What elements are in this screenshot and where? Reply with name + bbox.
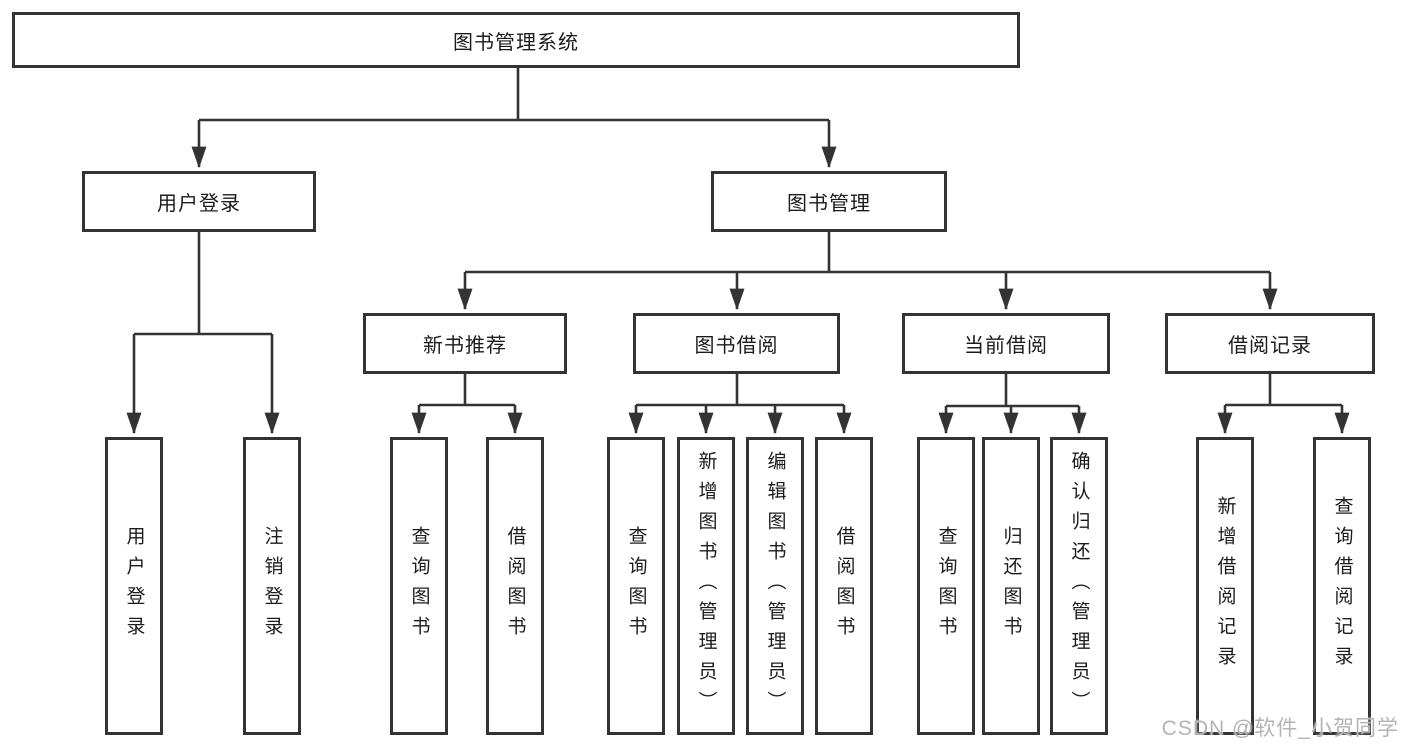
node-query-books-recommend-label: 查询图书 [408, 526, 430, 646]
node-borrowing-records-label: 借阅记录 [1228, 335, 1312, 357]
node-query-books-recommend: 查询图书 [390, 437, 448, 735]
node-book-borrowing-label: 图书借阅 [694, 335, 779, 357]
node-new-book-recommendation-label: 新书推荐 [423, 335, 507, 357]
node-return-books: 归还图书 [982, 437, 1040, 735]
node-borrow-books-recommend: 借阅图书 [486, 437, 544, 735]
node-borrow-books: 借阅图书 [815, 437, 873, 735]
node-edit-books-admin: 编辑图书（管理员） [746, 437, 804, 735]
node-confirm-return-admin: 确认归还（管理员） [1050, 437, 1108, 735]
node-return-books-label: 归还图书 [1000, 526, 1022, 646]
node-query-books-current: 查询图书 [917, 437, 975, 735]
node-query-borrow-record: 查询借阅记录 [1313, 437, 1371, 735]
node-add-borrow-record-label: 新增借阅记录 [1214, 496, 1236, 676]
node-borrow-books-recommend-label: 借阅图书 [504, 526, 526, 646]
node-borrow-books-label: 借阅图书 [833, 526, 855, 646]
node-user-login-group: 用户登录 [82, 171, 316, 232]
node-borrowing-records: 借阅记录 [1165, 313, 1375, 374]
node-current-borrowing: 当前借阅 [902, 313, 1110, 374]
node-add-books-admin: 新增图书（管理员） [677, 437, 735, 735]
node-user-login-group-label: 用户登录 [157, 193, 241, 215]
node-root-label: 图书管理系统 [453, 31, 579, 54]
node-user-login-label: 用户登录 [123, 526, 145, 646]
csdn-watermark: CSDN @软件_小贺同学 [1161, 717, 1399, 740]
node-edit-books-admin-label: 编辑图书（管理员） [764, 451, 786, 721]
node-current-borrowing-label: 当前借阅 [964, 335, 1048, 357]
node-confirm-return-admin-label: 确认归还（管理员） [1068, 451, 1090, 721]
node-add-borrow-record: 新增借阅记录 [1196, 437, 1254, 735]
node-root: 图书管理系统 [12, 12, 1020, 68]
node-query-books-current-label: 查询图书 [935, 526, 957, 646]
node-book-management-label: 图书管理 [787, 193, 871, 215]
node-logout-label: 注销登录 [261, 526, 283, 646]
node-new-book-recommendation: 新书推荐 [363, 313, 567, 374]
node-book-borrowing: 图书借阅 [633, 313, 840, 374]
node-query-books-borrowing-label: 查询图书 [625, 526, 647, 646]
node-book-management: 图书管理 [711, 171, 947, 232]
node-query-borrow-record-label: 查询借阅记录 [1331, 496, 1353, 676]
node-logout: 注销登录 [243, 437, 301, 735]
node-user-login: 用户登录 [105, 437, 163, 735]
node-query-books-borrowing: 查询图书 [607, 437, 665, 735]
node-add-books-admin-label: 新增图书（管理员） [695, 451, 717, 721]
